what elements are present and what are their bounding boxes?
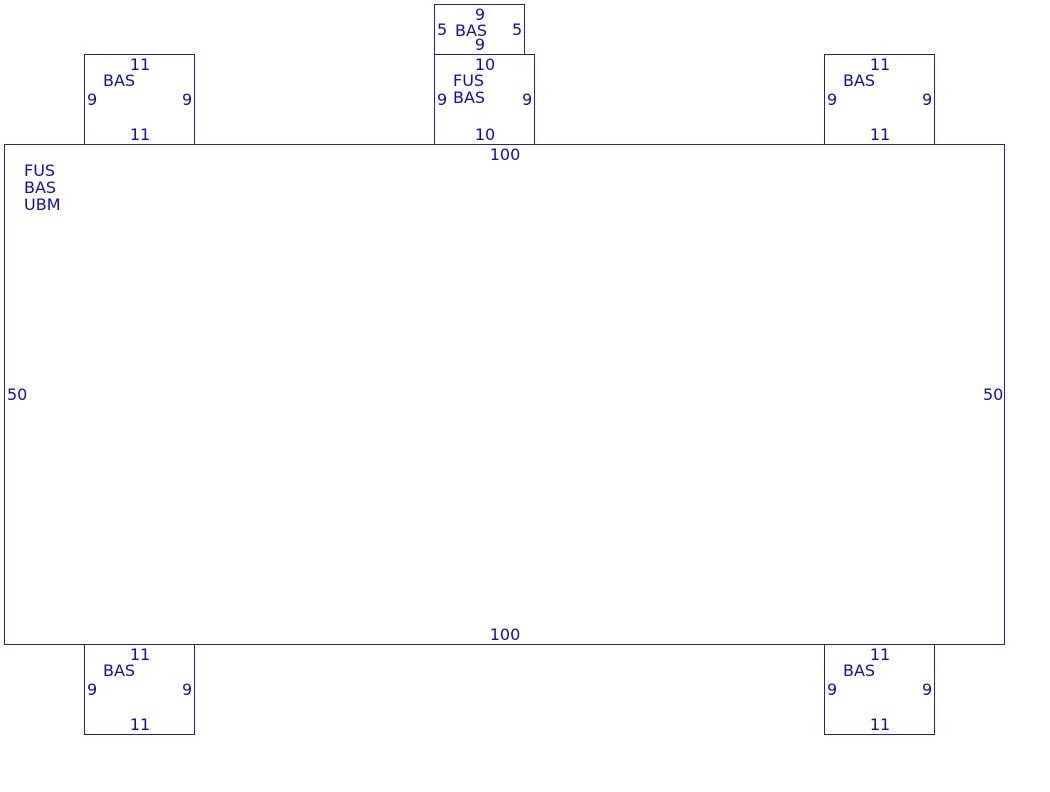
bottom-left-left-dimension: 9 [87,680,98,699]
main-label-bas: BAS [24,178,57,197]
bottom-right-right-dimension: 9 [922,680,933,699]
top-small-label: BAS [454,21,488,40]
top-center-right-dimension: 9 [522,90,533,109]
main-left-dimension: 50 [7,385,28,404]
top-center-bottom-dimension: 10 [474,125,496,144]
bottom-right-bottom-dimension: 11 [869,715,891,734]
bottom-right-label: BAS [843,661,876,680]
top-right-top-dimension: 11 [869,55,891,74]
top-right-right-dimension: 9 [922,90,933,109]
main-top-dimension: 100 [489,145,521,164]
top-center-label-bas: BAS [453,88,486,107]
top-center-label-fus: FUS [453,71,485,90]
main-rectangle-labels: FUS BAS UBM [24,162,61,213]
top-small-left-dimension: 5 [437,20,448,39]
bottom-left-right-dimension: 9 [182,680,193,699]
top-left-right-dimension: 9 [182,90,193,109]
top-center-left-dimension: 9 [437,90,448,109]
main-rectangle [4,144,1005,645]
bottom-left-box [84,644,195,735]
top-right-label: BAS [843,71,876,90]
bottom-right-top-dimension: 11 [869,645,891,664]
bottom-left-label: BAS [103,661,136,680]
top-right-bottom-dimension: 11 [869,125,891,144]
top-left-label: BAS [103,71,136,90]
main-right-dimension: 50 [983,385,1004,404]
bottom-left-top-dimension: 11 [129,645,151,664]
top-small-top-dimension: 9 [474,5,486,24]
top-right-box [824,54,935,145]
top-left-top-dimension: 11 [129,55,151,74]
bottom-left-bottom-dimension: 11 [129,715,151,734]
main-label-ubm: UBM [24,195,61,214]
top-left-left-dimension: 9 [87,90,98,109]
top-left-box [84,54,195,145]
top-small-bottom-dimension: 9 [474,35,486,54]
bottom-right-left-dimension: 9 [827,680,838,699]
top-center-labels: FUS BAS [453,72,485,106]
main-label-fus: FUS [24,161,56,180]
top-small-right-dimension: 5 [512,20,523,39]
top-right-left-dimension: 9 [827,90,838,109]
top-center-top-dimension: 10 [474,55,496,74]
top-left-bottom-dimension: 11 [129,125,151,144]
main-bottom-dimension: 100 [489,625,521,644]
bottom-right-box [824,644,935,735]
top-center-box [434,54,535,145]
